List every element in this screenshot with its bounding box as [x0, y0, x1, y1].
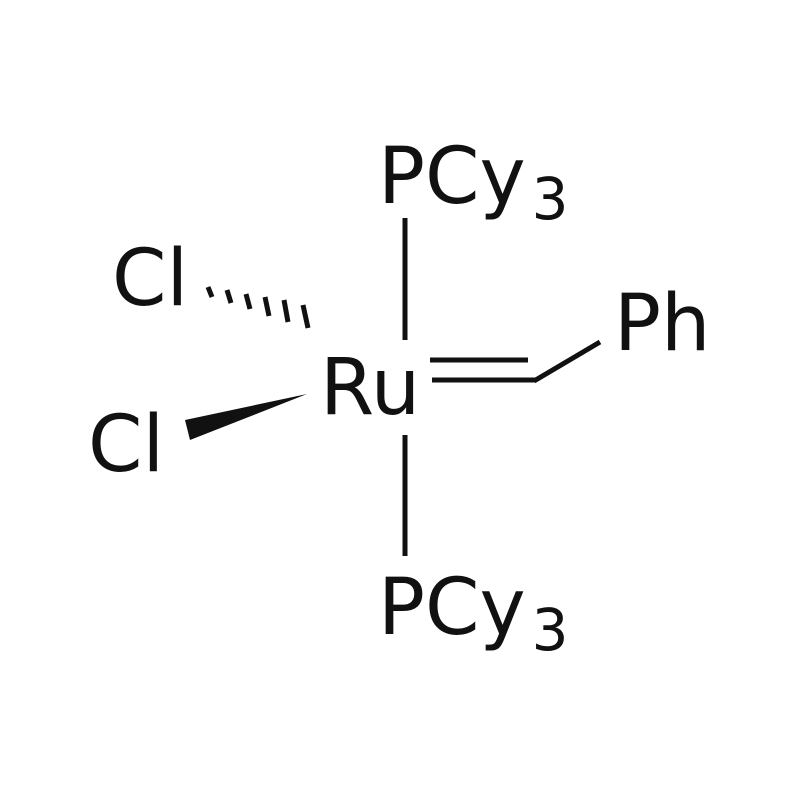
bonds: [402, 218, 602, 556]
chloride-hashed-label: Cl: [112, 234, 188, 324]
metal-center-label: Ru: [320, 343, 420, 433]
bond-c-ph: [532, 339, 602, 384]
hashed-bond-ru-cl: [205, 286, 311, 329]
carbene-substituent-label: Ph: [614, 279, 710, 369]
wedge-bond-ru-cl: [185, 394, 307, 440]
chloride-wedge-label: Cl: [88, 400, 164, 490]
